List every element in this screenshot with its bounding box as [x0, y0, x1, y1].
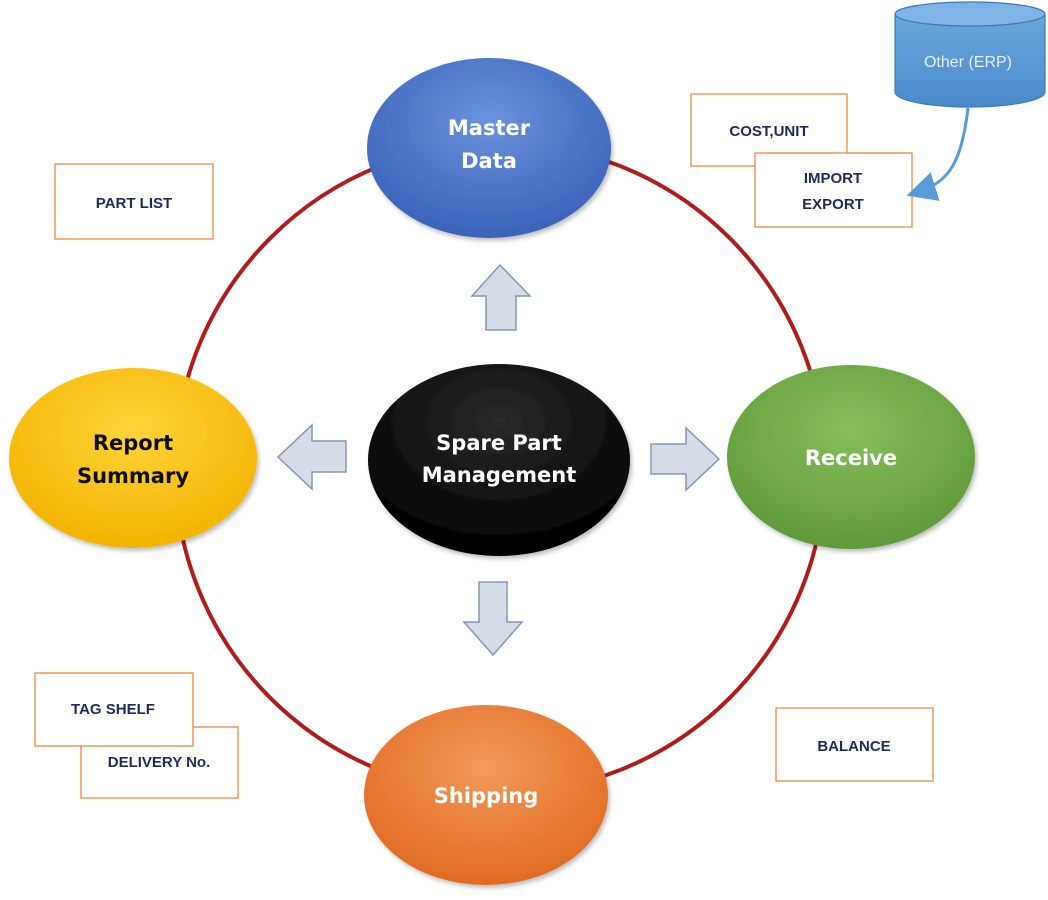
node-shipping: Shipping	[364, 705, 608, 885]
center-node-spare-part-management: Spare Part Management	[368, 364, 630, 556]
database-label: Other (ERP)	[924, 54, 1012, 71]
report-summary-label-line-2: Summary	[77, 464, 189, 488]
svg-text:Receive: Receive	[805, 446, 897, 470]
svg-text:Shipping: Shipping	[434, 784, 539, 808]
node-receive: Receive	[727, 365, 975, 549]
import-text: IMPORT	[804, 170, 862, 187]
shipping-label: Shipping	[434, 784, 539, 808]
svg-text:COST,UNIT: COST,UNIT	[729, 123, 808, 140]
svg-text:Report: Report	[93, 431, 173, 455]
svg-text:Management: Management	[422, 463, 577, 487]
receive-label: Receive	[805, 446, 897, 470]
database-cylinder-other-erp: Other (ERP)	[894, 1, 1046, 108]
arrow-up	[470, 263, 532, 331]
master-data-label-line-2: Data	[461, 149, 517, 173]
svg-text:PART LIST: PART LIST	[96, 195, 172, 212]
label-box-import-export: IMPORT EXPORT	[754, 152, 913, 228]
label-box-tag-shelf: TAG SHELF	[34, 672, 194, 747]
master-data-label-line-1: Master	[448, 116, 531, 140]
label-box-balance: BALANCE	[775, 707, 934, 782]
cost-unit-text: COST,UNIT	[729, 123, 808, 140]
svg-text:Spare Part: Spare Part	[436, 431, 562, 455]
svg-text:EXPORT: EXPORT	[802, 196, 864, 213]
svg-text:Summary: Summary	[77, 464, 189, 488]
label-box-part-list: PART LIST	[54, 163, 214, 240]
svg-text:BALANCE: BALANCE	[817, 738, 890, 755]
center-node-label-line-2: Management	[422, 463, 577, 487]
center-node-label-line-1: Spare Part	[436, 431, 562, 455]
erp-connector-arrow	[906, 107, 970, 201]
svg-text:Other (ERP): Other (ERP)	[924, 54, 1012, 71]
svg-text:Master: Master	[448, 116, 531, 140]
arrow-left	[276, 423, 347, 491]
export-text: EXPORT	[802, 196, 864, 213]
part-list-text: PART LIST	[96, 195, 172, 212]
node-report-summary: Report Summary	[9, 368, 257, 548]
tag-shelf-text: TAG SHELF	[71, 701, 155, 718]
arrow-down	[462, 581, 524, 657]
node-master-data: Master Data	[367, 58, 611, 238]
svg-text:Data: Data	[461, 149, 517, 173]
delivery-no-text: DELIVERY No.	[108, 754, 211, 771]
report-summary-label-line-1: Report	[93, 431, 173, 455]
svg-text:TAG SHELF: TAG SHELF	[71, 701, 155, 718]
svg-text:IMPORT: IMPORT	[804, 170, 862, 187]
balance-text: BALANCE	[817, 738, 890, 755]
svg-text:DELIVERY No.: DELIVERY No.	[108, 754, 211, 771]
arrow-right	[650, 426, 721, 492]
